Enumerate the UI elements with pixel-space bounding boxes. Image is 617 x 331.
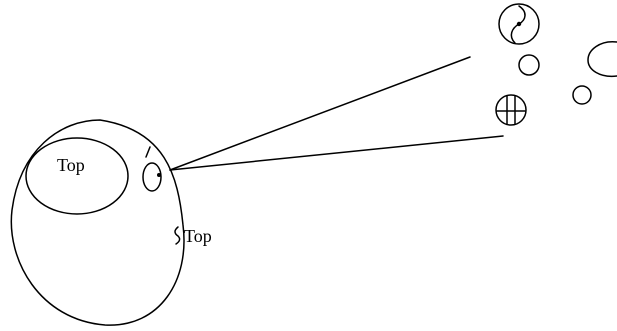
small-oval [142, 162, 162, 192]
outer-shape [10, 119, 185, 326]
curve-circle-dot [516, 21, 522, 27]
inner-oval [25, 137, 129, 215]
curve-circle [498, 3, 540, 45]
small-circle-a [518, 54, 540, 76]
side-marker [174, 226, 181, 245]
side-marker-label: Top [184, 226, 212, 246]
partial-circle [587, 41, 617, 78]
small-oval-dot [157, 173, 161, 177]
small-circle-b [572, 85, 592, 105]
projection-line-upper [169, 56, 471, 171]
inner-oval-label: Top [57, 155, 85, 175]
projection-line-lower [169, 135, 504, 171]
grid-circle [495, 94, 527, 126]
small-tick [145, 146, 151, 158]
